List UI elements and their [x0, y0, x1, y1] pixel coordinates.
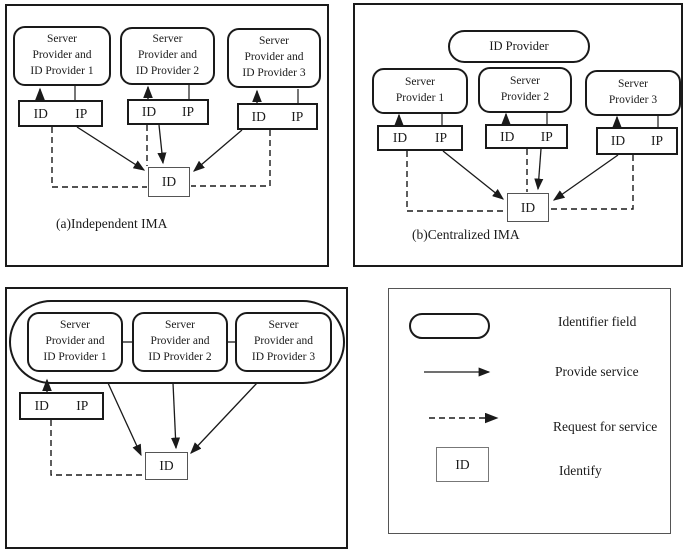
legend-provide-service-label: Provide service — [555, 364, 639, 379]
central-id-label: ID — [161, 174, 177, 189]
id-cell: ID — [610, 133, 626, 148]
identify-box-label: ID — [455, 456, 470, 472]
id-cell: ID — [500, 128, 515, 144]
id-ip-box-2: ID IP — [127, 99, 209, 125]
id-cell: ID — [141, 104, 157, 119]
provide-service-arrow — [107, 382, 142, 457]
panel-c-connectors — [42, 341, 258, 476]
id-ip-box-2: ID IP — [485, 124, 568, 149]
id-cell: ID — [392, 130, 408, 145]
provide-service-arrow — [190, 382, 258, 454]
request-service-line — [550, 155, 634, 210]
server-provider-3-label: Server Provider and ID Provider 3 — [251, 319, 316, 363]
request-service-line — [406, 151, 506, 212]
panel-independent-ima: Server Provider and ID Provider 1 Server… — [5, 4, 329, 267]
central-id-box: ID — [148, 167, 190, 197]
id-provider-label: ID Provider — [489, 39, 549, 53]
legend-identifier-field-label: Identifier field — [558, 314, 637, 329]
server-provider-1-node: Server Provider and ID Provider 1 — [27, 312, 123, 372]
server-provider-3-label: Server Provider 3 — [608, 78, 658, 106]
id-ip-box: ID IP — [19, 392, 104, 420]
ip-cell: IP — [540, 128, 553, 144]
provide-service-arrow — [534, 148, 544, 191]
provide-service-arrow — [552, 154, 619, 201]
identify-box-sample: ID — [436, 447, 489, 482]
server-provider-2-node: Server Provider 2 — [478, 67, 572, 113]
legend-identify-label: Identify — [559, 463, 602, 478]
legend-panel: ID Identifier field Provide service Requ… — [388, 288, 671, 534]
server-provider-2-label: Server Provider and ID Provider 2 — [135, 33, 200, 77]
panel-b-connectors — [394, 112, 659, 212]
id-provider-node: ID Provider — [448, 30, 590, 63]
server-provider-1-label: Server Provider and ID Provider 1 — [30, 33, 94, 77]
server-provider-3-label: Server Provider and ID Provider 3 — [242, 35, 306, 79]
provide-service-arrow — [193, 129, 243, 172]
provide-service-arrow — [170, 382, 181, 450]
ip-cell: IP — [291, 108, 304, 124]
server-provider-1-node: Server Provider 1 — [372, 68, 468, 114]
id-ip-box-3: ID IP — [596, 127, 678, 155]
request-service-line — [51, 127, 147, 188]
provide-service-arrow — [442, 150, 505, 200]
server-provider-3-node: Server Provider 3 — [585, 70, 681, 116]
ip-cell: IP — [76, 398, 89, 413]
panel-centralized-ima: ID Provider Server Provider 1 Server Pro… — [353, 3, 683, 267]
legend-symbols — [424, 367, 499, 424]
ip-cell: IP — [435, 130, 448, 145]
request-service-line — [191, 130, 271, 187]
request-service-line — [50, 420, 143, 476]
central-id-box: ID — [507, 193, 549, 222]
panel-a-caption: (a)Independent IMA — [56, 216, 168, 231]
provide-service-arrow — [76, 126, 146, 171]
ip-cell: IP — [75, 105, 88, 121]
server-provider-1-node: Server Provider and ID Provider 1 — [13, 26, 111, 86]
central-id-label: ID — [520, 199, 536, 215]
central-id-label: ID — [159, 458, 174, 473]
id-ip-box-1: ID IP — [18, 100, 103, 127]
panel-b-caption: (b)Centralized IMA — [412, 227, 520, 242]
server-provider-2-label: Server Provider 2 — [500, 75, 550, 103]
panel-federated-ima: Server Provider and ID Provider 1 Server… — [5, 287, 348, 549]
central-id-box: ID — [145, 452, 188, 480]
legend-request-service-label: Request for service — [553, 419, 658, 434]
server-provider-1-label: Server Provider 1 — [395, 76, 445, 104]
ip-cell: IP — [182, 104, 195, 119]
identifier-field-sample — [409, 313, 490, 339]
server-provider-2-node: Server Provider and ID Provider 2 — [120, 27, 215, 85]
id-ip-box-1: ID IP — [377, 125, 463, 151]
id-cell: ID — [33, 105, 48, 121]
server-provider-3-node: Server Provider and ID Provider 3 — [235, 312, 332, 372]
id-cell: ID — [251, 108, 266, 124]
server-provider-1-label: Server Provider and ID Provider 1 — [43, 319, 107, 363]
provide-service-arrow — [157, 124, 167, 165]
server-provider-2-label: Server Provider and ID Provider 2 — [148, 319, 212, 363]
server-provider-2-node: Server Provider and ID Provider 2 — [132, 312, 228, 372]
panel-a-connectors — [35, 85, 299, 188]
id-ip-box-3: ID IP — [237, 103, 318, 130]
ip-cell: IP — [651, 133, 664, 148]
id-cell: ID — [34, 398, 49, 413]
server-provider-3-node: Server Provider and ID Provider 3 — [227, 28, 321, 88]
federation-boundary-ellipse — [9, 300, 345, 384]
